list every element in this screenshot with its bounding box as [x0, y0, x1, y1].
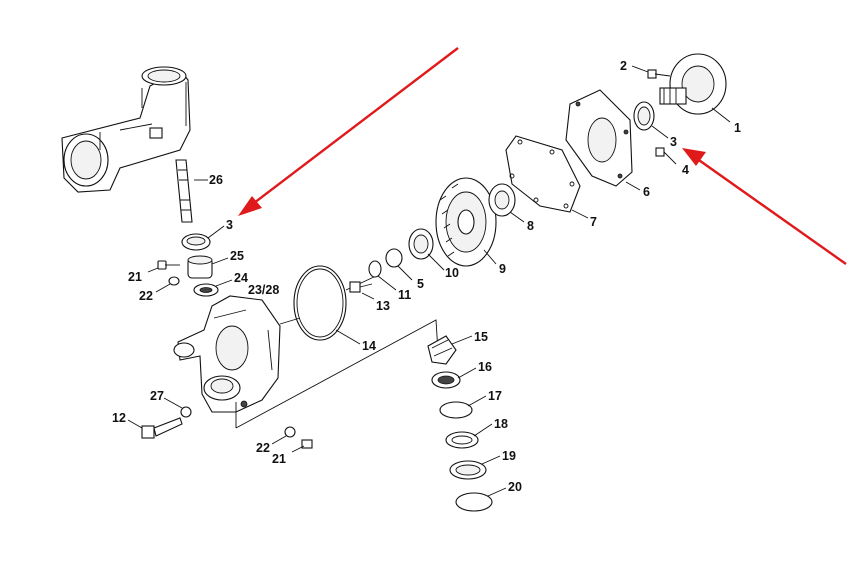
callout-4: 4	[682, 163, 689, 177]
snap-ring-18	[445, 423, 493, 449]
callout-9: 9	[499, 262, 506, 276]
callout-8: 8	[527, 219, 534, 233]
callout-7: 7	[590, 215, 597, 229]
bushing-25	[187, 255, 229, 279]
callout-15: 15	[474, 330, 488, 344]
bearing-10	[408, 228, 445, 271]
snap-ring-20	[455, 487, 507, 512]
callout-5: 5	[417, 277, 424, 291]
callout-19: 19	[502, 449, 516, 463]
bearing-16	[431, 367, 477, 389]
callout-12: 12	[112, 411, 126, 425]
bolt-21-bottom	[291, 439, 313, 453]
steering-knuckle	[173, 295, 281, 413]
callout-22-bottom: 22	[256, 441, 270, 455]
callout-14: 14	[362, 339, 376, 353]
callout-16: 16	[478, 360, 492, 374]
bearing-8	[488, 183, 525, 223]
callout-18: 18	[494, 417, 508, 431]
bolt-12	[127, 417, 183, 439]
flange-1	[659, 53, 731, 123]
callout-10: 10	[445, 266, 459, 280]
bearing-24	[193, 279, 233, 297]
pinion-gear-15	[427, 335, 473, 365]
washer-22-left	[155, 276, 180, 293]
callout-13: 13	[376, 299, 390, 313]
callout-1: 1	[734, 121, 741, 135]
callout-2: 2	[620, 59, 627, 73]
callout-3-left: 3	[226, 218, 233, 232]
ring-17	[439, 395, 487, 419]
seal-3-right	[633, 101, 669, 139]
bolt-21-left	[147, 260, 180, 273]
oring-14	[293, 265, 361, 345]
plate-11	[368, 260, 397, 291]
bolt-4	[655, 147, 677, 165]
callout-27: 27	[150, 389, 164, 403]
callout-3-right: 3	[670, 135, 677, 149]
ring-gear-9	[435, 177, 497, 267]
callout-24: 24	[234, 271, 248, 285]
callout-20: 20	[508, 480, 522, 494]
callout-26: 26	[209, 173, 223, 187]
red-arrow-right	[682, 148, 847, 265]
shaft-26	[175, 159, 208, 223]
axle-housing	[61, 66, 191, 193]
callout-17: 17	[488, 389, 502, 403]
bolt-13	[349, 281, 375, 300]
gasket-7	[505, 135, 589, 219]
callout-11: 11	[398, 288, 411, 302]
washer-22-bottom	[271, 426, 296, 445]
red-arrow-left	[238, 47, 459, 216]
callout-6: 6	[643, 185, 650, 199]
plate-5	[385, 248, 413, 281]
bolt-2	[631, 65, 671, 79]
callout-21-bottom: 21	[272, 452, 286, 466]
callout-22-left: 22	[139, 289, 153, 303]
callout-23-28: 23/28	[248, 283, 279, 297]
cover-6	[565, 89, 641, 191]
seal-19	[449, 455, 501, 480]
washer-27	[163, 397, 192, 418]
seal-3-left	[181, 225, 225, 251]
callout-21-left: 21	[128, 270, 142, 284]
callout-25: 25	[230, 249, 244, 263]
